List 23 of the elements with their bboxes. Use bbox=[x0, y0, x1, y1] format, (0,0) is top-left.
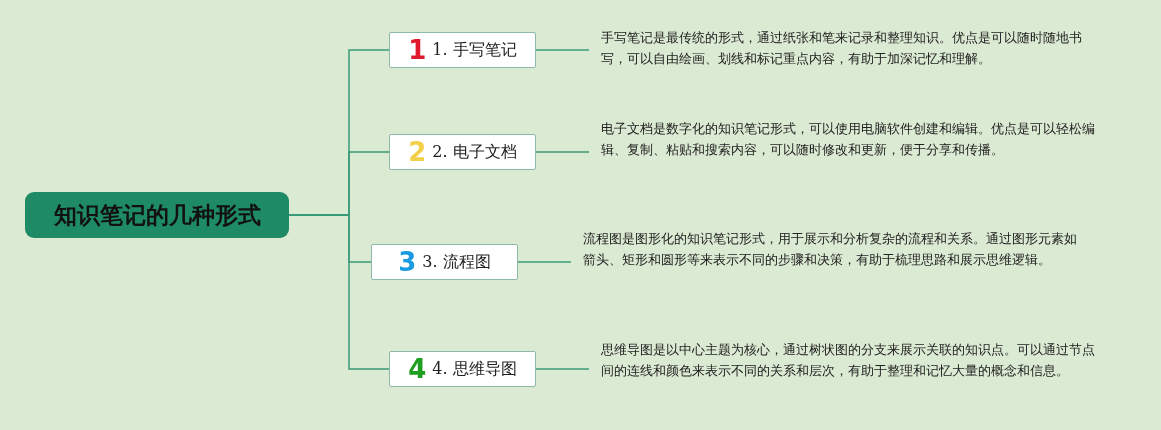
topic-box bbox=[389, 32, 536, 68]
connector-line bbox=[535, 368, 590, 370]
connector-line bbox=[535, 151, 590, 153]
description-text: 电子文档是数字化的知识笔记形式，可以使用电脑软件创建和编辑。优点是可以轻松编辑、复制、粘贴和搜索内容，可以随时修改和更新，便于分享和传播。 bbox=[589, 118, 1101, 184]
topic-label: 4. 思维导图 bbox=[432, 358, 517, 380]
topic-box bbox=[371, 244, 518, 280]
root-topic-box bbox=[25, 192, 289, 238]
topic-label: 1. 手写笔记 bbox=[432, 39, 517, 61]
topic-box bbox=[389, 351, 536, 387]
root-title: 知识笔记的几种形式 bbox=[53, 200, 261, 230]
topic-box bbox=[389, 134, 536, 170]
connector-line bbox=[517, 261, 572, 263]
topic-label: 3. 流程图 bbox=[422, 251, 491, 273]
description-text: 思维导图是以中心主题为核心，通过树状图的分支来展示关联的知识点。可以通过节点间的连线和颜色来表示不同的关系和层次，有助于整理和记忆大量的概念和信息。 bbox=[589, 339, 1101, 405]
step-number: 3 bbox=[398, 249, 417, 275]
description-text: 流程图是图形化的知识笔记形式，用于展示和分析复杂的流程和关系。通过图形元素如箭头、矩形和圆形等来表示不同的步骤和决策，有助于梳理思路和展示思维逻辑。 bbox=[571, 228, 1083, 294]
topic-label: 2. 电子文档 bbox=[432, 141, 517, 163]
step-number: 2 bbox=[408, 139, 427, 165]
connector-line bbox=[535, 49, 590, 51]
description-text: 手写笔记是最传统的形式，通过纸张和笔来记录和整理知识。优点是可以随时随地书写，可以自由绘画、划线和标记重点内容，有助于加深记忆和理解。 bbox=[589, 27, 1101, 73]
step-number: 1 bbox=[408, 37, 427, 63]
connector-line bbox=[288, 214, 390, 370]
step-number: 4 bbox=[408, 356, 427, 382]
